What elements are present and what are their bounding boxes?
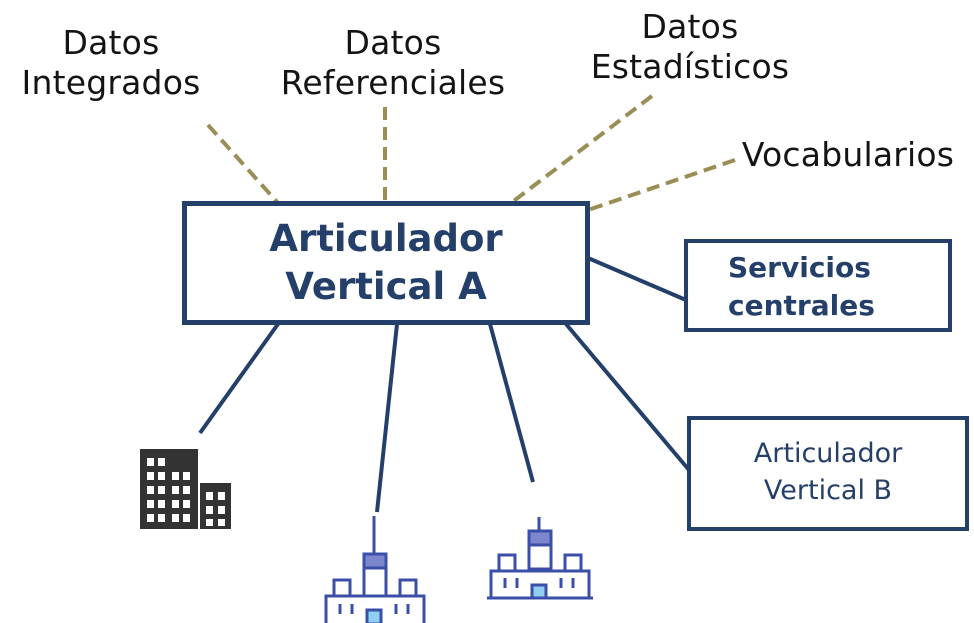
solid-connector-government-2: [488, 323, 535, 483]
label-datos-referenciales: Datos Referenciales: [262, 23, 524, 103]
solid-connector-government-1: [375, 323, 399, 513]
government-building-icon: [487, 517, 593, 600]
box-servicios-centrales: Servicios centrales: [684, 239, 952, 332]
dashed-connector-estadisticos: [509, 94, 654, 205]
solid-connector-servicios: [587, 256, 687, 302]
label-vocabularios: Vocabularios: [724, 135, 972, 175]
box-line: Articulador: [753, 438, 903, 469]
label-line: Datos: [62, 23, 160, 62]
government-building-icon: [324, 516, 426, 623]
label-line: Referenciales: [280, 63, 506, 102]
box-line: Articulador: [269, 217, 503, 260]
dashed-connector-integrados: [206, 123, 280, 205]
dashed-connector-vocabularios: [587, 158, 736, 212]
label-line: Estadísticos: [590, 47, 790, 86]
solid-connector-articulador-b: [564, 322, 691, 472]
box-articulador-vertical-a: Articulador Vertical A: [182, 201, 590, 325]
label-line: Vocabularios: [741, 135, 955, 174]
box-line: Vertical B: [763, 475, 893, 506]
box-articulador-vertical-b: Articulador Vertical B: [687, 416, 969, 531]
label-line: Datos: [641, 7, 739, 46]
label-line: Datos: [344, 23, 442, 62]
label-line: Integrados: [21, 63, 201, 102]
label-datos-estadisticos: Datos Estadísticos: [572, 7, 808, 87]
box-line: Vertical A: [285, 265, 487, 308]
box-line: centrales: [728, 289, 875, 322]
office-building-icon: [140, 449, 231, 529]
solid-connector-office: [198, 322, 280, 435]
box-line: Servicios: [728, 251, 871, 284]
label-datos-integrados: Datos Integrados: [6, 23, 216, 103]
